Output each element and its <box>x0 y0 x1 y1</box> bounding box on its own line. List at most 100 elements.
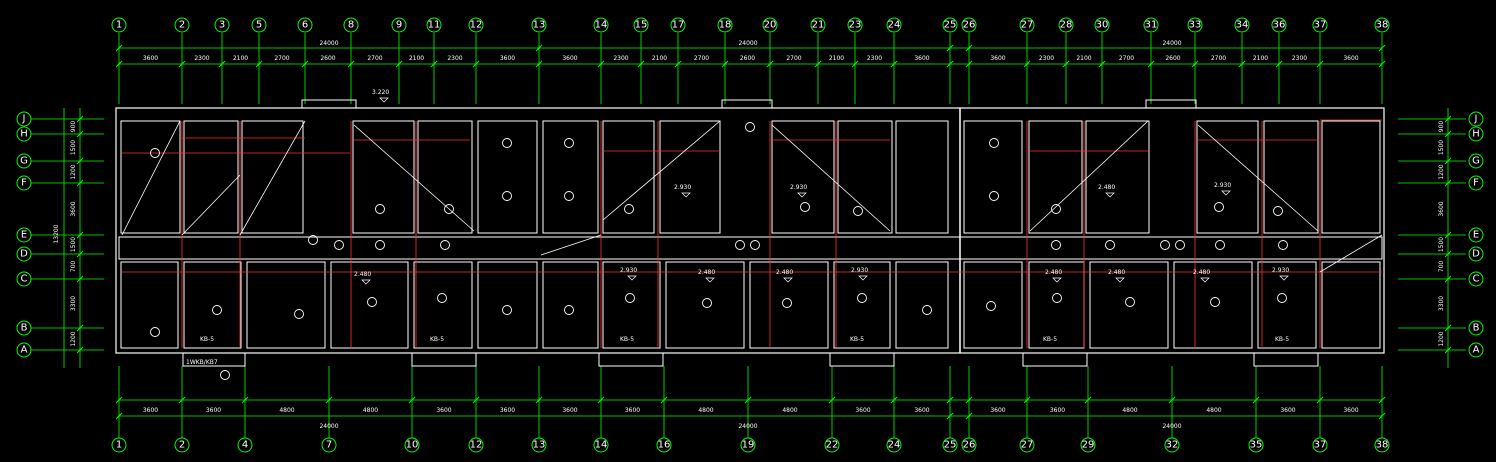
axis-label-text: D <box>20 249 28 260</box>
level-note: 2.930 <box>1214 182 1231 189</box>
floor-drain-symbol <box>502 191 512 201</box>
dim-label-bottom: 4800 <box>698 407 713 414</box>
dim-tick <box>814 60 822 68</box>
axis-bubble <box>740 437 756 453</box>
ac-shelf <box>1253 352 1319 367</box>
dim-label-side: 3600 <box>1438 201 1445 216</box>
ac-shelf-tag: KB-5 <box>1043 336 1057 343</box>
level-note: 2.930 <box>1272 267 1289 274</box>
floor-drain-symbol <box>440 240 450 250</box>
dim-tick <box>1023 396 1031 404</box>
dim-tick <box>946 60 954 68</box>
dim-tick <box>1444 324 1452 332</box>
axis-label-text: 31 <box>1145 20 1158 31</box>
axis-bubble <box>1019 437 1035 453</box>
axis-label-text: 19 <box>742 440 755 451</box>
dim-tick <box>1252 396 1260 404</box>
dim-label-top: 3600 <box>500 55 515 62</box>
axis-bubble <box>1468 271 1484 287</box>
room-lower <box>963 261 1023 349</box>
dim-label-top: 2600 <box>740 55 755 62</box>
ac-shelf <box>598 352 664 367</box>
dim-label-side: 1500 <box>1438 140 1445 155</box>
level-note: 2.480 <box>1193 269 1210 276</box>
level-marker <box>1200 277 1210 283</box>
room-lower <box>749 261 829 349</box>
axis-bubble <box>237 437 253 453</box>
floor-drain-symbol <box>750 240 760 250</box>
dim-tick <box>1378 396 1386 404</box>
dim-tick <box>828 396 836 404</box>
dim-tick <box>965 412 973 420</box>
dim-label-bottom: 3600 <box>1050 407 1065 414</box>
dim-label-bottom: 4800 <box>1206 407 1221 414</box>
dim-tick <box>965 396 973 404</box>
dim-tick <box>76 346 84 354</box>
axis-bubble <box>886 17 902 33</box>
axis-bubble <box>1468 111 1484 127</box>
axis-bubble <box>824 437 840 453</box>
axis-bubble <box>1468 342 1484 358</box>
axis-bubble <box>468 437 484 453</box>
ac-shelf-tag: KB-5 <box>1275 336 1289 343</box>
room-lower <box>246 261 326 349</box>
dim-label-bottom: 3600 <box>1280 407 1295 414</box>
axis-label-text: 14 <box>595 440 608 451</box>
level-note: 2.930 <box>790 184 807 191</box>
level-marker <box>1115 277 1125 283</box>
level-note: 2.480 <box>1098 184 1115 191</box>
floor-drain-symbol <box>375 204 385 214</box>
dim-tick <box>1378 44 1386 52</box>
axis-bubble <box>174 437 190 453</box>
dim-tick <box>76 130 84 138</box>
axis-label-text: 10 <box>406 440 419 451</box>
axis-bubble <box>1187 17 1203 33</box>
level-marker <box>379 97 389 103</box>
axis-label-text: A <box>21 345 28 356</box>
dim-total-top: 24000 <box>319 40 338 47</box>
floor-drain-symbol <box>1051 204 1061 214</box>
room-lower <box>1173 261 1253 349</box>
axis-bubble <box>886 437 902 453</box>
dim-tick <box>115 44 123 52</box>
dim-tick <box>430 60 438 68</box>
axis-label-text: 33 <box>1189 20 1202 31</box>
entry-tag: 1WKB/KB7 <box>186 359 218 366</box>
room-lower <box>183 261 242 349</box>
room-lower <box>833 261 891 349</box>
axis-label-text: 15 <box>635 20 648 31</box>
axis-label-text: 17 <box>672 20 685 31</box>
dim-label-side: 1200 <box>1438 164 1445 179</box>
axis-label-text: 29 <box>1082 440 1095 451</box>
axis-label-text: 14 <box>595 20 608 31</box>
dim-label-side: 900 <box>70 121 77 133</box>
dim-label-top: 2600 <box>320 55 335 62</box>
room-upper <box>895 120 949 234</box>
dim-label-top: 2300 <box>1292 55 1307 62</box>
dim-label-bottom: 3600 <box>143 407 158 414</box>
axis-bubble <box>1468 320 1484 336</box>
dim-tick <box>76 179 84 187</box>
axis-label-text: E <box>21 230 27 241</box>
level-note: 3.220 <box>372 89 389 96</box>
dim-tick <box>890 396 898 404</box>
axis-label-text: 34 <box>1236 20 1249 31</box>
room-upper <box>352 120 415 234</box>
axis-bubble <box>717 17 733 33</box>
corridor <box>118 236 1383 260</box>
level-marker <box>705 277 715 283</box>
axis-label-text: F <box>1473 178 1479 189</box>
level-marker <box>361 279 371 285</box>
room-upper <box>837 120 893 234</box>
room-lower <box>665 261 745 349</box>
dim-total-top: 24000 <box>738 40 757 47</box>
room-lower <box>1321 261 1381 349</box>
axis-label-text: 27 <box>1021 440 1034 451</box>
room-upper <box>417 120 473 234</box>
dim-tick <box>1444 231 1452 239</box>
axis-label-text: 1 <box>116 440 122 451</box>
floor-drain-symbol <box>1051 240 1061 250</box>
dim-tick <box>395 60 403 68</box>
ac-shelf-tag: KB-5 <box>850 336 864 343</box>
room-upper <box>477 120 538 234</box>
